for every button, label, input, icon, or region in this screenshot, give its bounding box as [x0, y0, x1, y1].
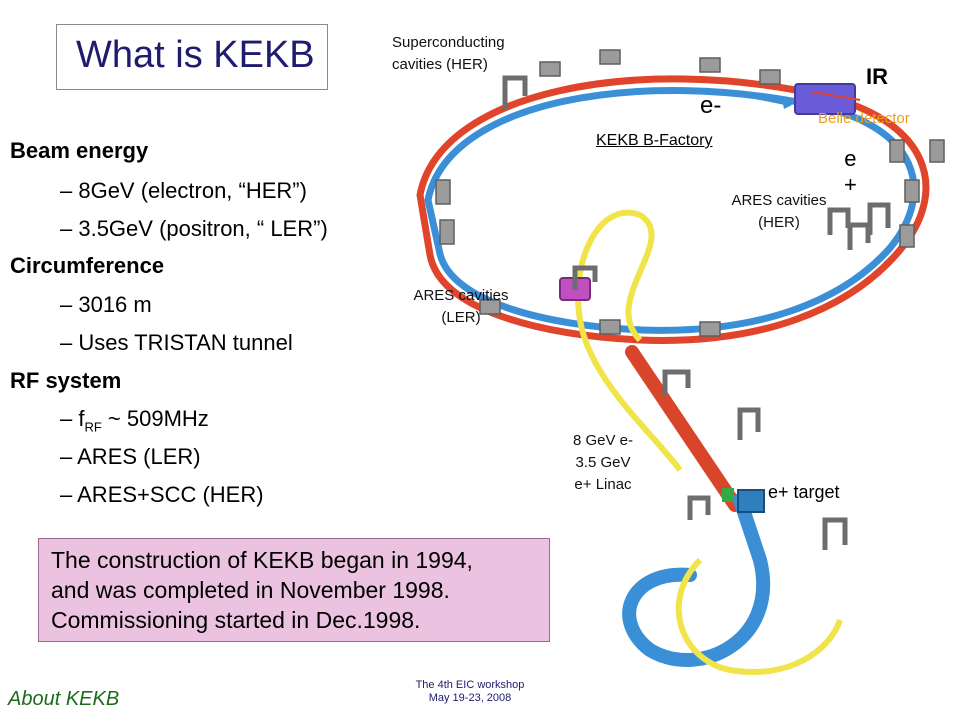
label-belle-detector: Belle detector	[818, 110, 910, 127]
label-e-minus: e-	[700, 92, 722, 119]
linac-transfer-yellow	[575, 209, 683, 472]
e-plus-target	[737, 489, 765, 513]
ler-ring	[424, 86, 918, 334]
construction-note: The construction of KEKB began in 1994, …	[38, 538, 550, 642]
heading-rf-system: RF system	[10, 368, 122, 393]
bullet-tristan-tunnel: – Uses TRISTAN tunnel	[60, 330, 293, 355]
bullet-8gev: – 8GeV (electron, “HER”)	[60, 178, 307, 203]
label-e-plus: e+	[844, 146, 857, 197]
label-kekb-b-factory: KEKB B-Factory	[596, 132, 713, 149]
label-ir: IR	[866, 64, 888, 89]
rf-structures	[502, 75, 891, 550]
footer-about-kekb: About KEKB	[8, 688, 120, 710]
bullet-3-5gev: – 3.5GeV (positron, “ LER”)	[60, 216, 328, 241]
slide-title: What is KEKB	[76, 34, 315, 76]
title-box	[56, 24, 328, 90]
label-ares-her: ARES cavities(HER)	[731, 192, 827, 231]
bullet-ares-ler: – ARES (LER)	[60, 444, 201, 469]
bullet-3016m: – 3016 m	[60, 292, 152, 317]
bullet-ares-scc-her: – ARES+SCC (HER)	[60, 482, 264, 507]
label-ares-ler: ARES cavities(LER)	[413, 287, 509, 326]
linac-yellow-return	[675, 557, 843, 675]
heading-circumference: Circumference	[10, 253, 165, 278]
linac-blue	[622, 493, 771, 667]
magnet-blocks	[435, 49, 945, 337]
heading-beam-energy: Beam energy	[10, 138, 149, 163]
bullet-frf: – fRF ~ 509MHz	[60, 406, 209, 435]
e-plus-arrow	[811, 91, 861, 101]
label-e-plus-target: e+ target	[768, 482, 840, 502]
e-minus-arrow	[739, 94, 791, 106]
